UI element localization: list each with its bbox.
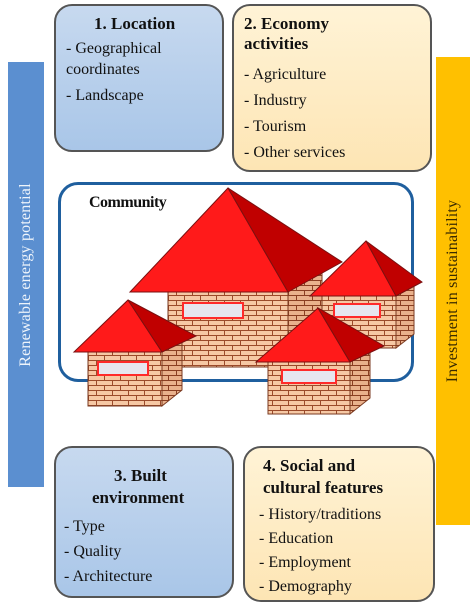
social-item: - Demography: [259, 578, 352, 595]
built-item: - Quality: [64, 543, 122, 560]
location-title: 1. Location: [94, 14, 176, 33]
social-cultural-box: 4. Social and cultural features - Histor…: [243, 446, 435, 602]
house-2-window: [333, 303, 381, 318]
location-item: - Geographical: [66, 40, 162, 57]
house-4: [254, 306, 386, 416]
social-title-line2: cultural features: [263, 478, 384, 497]
renewable-energy-bar: Renewable energy potential: [8, 62, 44, 487]
house-3: [72, 299, 198, 408]
community-label: Community: [89, 194, 167, 211]
social-item: - Education: [259, 530, 334, 547]
social-title-line1: 4. Social and: [263, 456, 356, 475]
economy-item: - Agriculture: [244, 66, 327, 83]
economy-title-line1: 2. Economy: [244, 14, 329, 33]
location-item: - Landscape: [66, 87, 144, 104]
built-title-line1: 3. Built: [114, 466, 167, 485]
built-item: - Type: [64, 518, 105, 535]
economy-title-line2: activities: [244, 34, 309, 53]
house-3-window: [97, 361, 149, 376]
social-item: - Employment: [259, 554, 351, 571]
location-item: coordinates: [66, 61, 140, 78]
economy-item: - Industry: [244, 92, 307, 109]
built-environment-box: 3. Built environment - Type - Quality - …: [54, 446, 234, 598]
house-4-window: [281, 369, 337, 384]
location-box: 1. Location - Geographical coordinates -…: [54, 4, 224, 152]
built-item: - Architecture: [64, 568, 153, 585]
economy-item: - Other services: [244, 144, 346, 161]
economy-box: 2. Economy activities - Agriculture - In…: [232, 4, 432, 172]
investment-sustainability-bar: Investment in sustainability: [436, 57, 470, 525]
social-item: - History/traditions: [259, 506, 382, 523]
house-1-window: [182, 302, 244, 319]
economy-item: - Tourism: [244, 118, 307, 135]
built-title-line2: environment: [92, 488, 185, 507]
